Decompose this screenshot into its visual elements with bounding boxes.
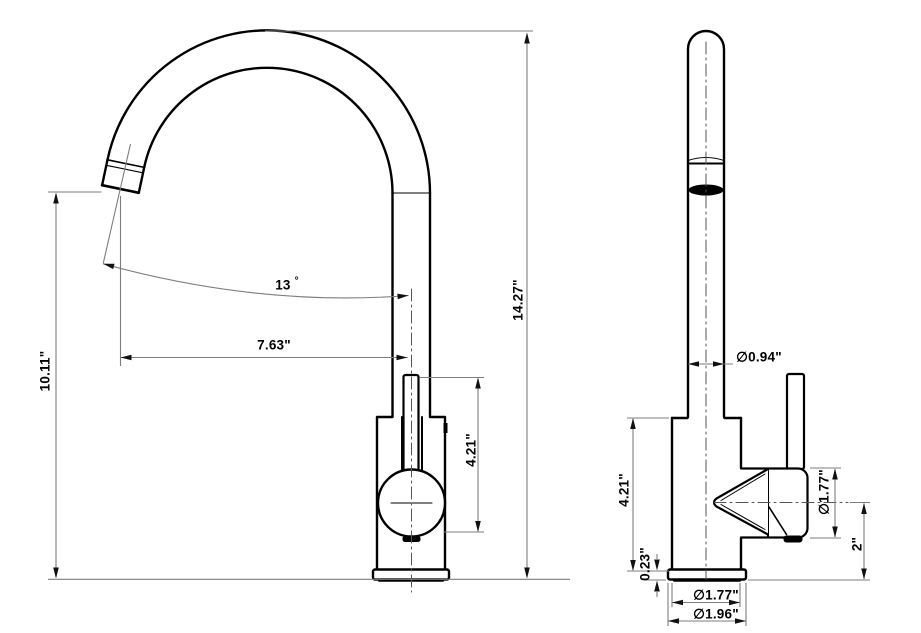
dimension-lines	[48, 30, 870, 626]
arrowhead	[53, 192, 59, 204]
dim-spout-height-label: 10.11"	[37, 350, 53, 392]
set-screw	[443, 423, 448, 433]
dim-handle-top-height-label: 4.21"	[463, 433, 479, 467]
dim-handle-diameter-label: ∅1.77"	[816, 469, 832, 515]
nozzle-outer-edge	[100, 158, 109, 187]
arrowhead	[654, 559, 660, 571]
arrowhead	[524, 32, 530, 44]
arrowhead	[396, 354, 408, 361]
arrowhead	[397, 293, 409, 300]
spout-inner-arc	[143, 66, 394, 195]
dim-base-diameter-label: ∅1.96"	[693, 606, 739, 622]
arrowhead	[103, 263, 115, 270]
dim-spout-angle-label: 13°	[272, 276, 302, 292]
arrowhead	[832, 468, 838, 480]
arrowhead	[861, 503, 867, 514]
arrowhead	[630, 418, 636, 429]
arrowhead	[475, 521, 481, 532]
spout-outer-arc	[106, 29, 432, 195]
arrowhead	[53, 567, 59, 579]
angle-unit: °	[294, 275, 299, 287]
angle-arc	[103, 263, 409, 299]
dimension-arrows	[53, 32, 867, 624]
base-plate-side	[666, 568, 748, 581]
dim-base-thickness-label: 0.23"	[637, 547, 653, 581]
cone-highlight-upper	[720, 473, 766, 501]
handle-lever-side	[785, 372, 806, 471]
arrowhead	[735, 618, 746, 624]
housing-cap	[783, 535, 803, 543]
angle-leader	[102, 143, 132, 264]
dim-overall-height-label: 14.27"	[510, 279, 526, 321]
nozzle-inner-edge	[137, 166, 146, 194]
arrowhead	[524, 567, 530, 579]
arrowhead	[630, 560, 636, 571]
arrowhead	[861, 568, 867, 580]
front-view	[100, 29, 451, 593]
arrowhead	[120, 354, 132, 361]
arrowhead	[668, 618, 679, 624]
arrowhead	[475, 377, 481, 389]
dim-body-diameter-label: ∅1.77"	[693, 587, 739, 603]
spout-tube	[686, 29, 726, 419]
side-view	[666, 29, 849, 582]
arrowhead	[713, 361, 724, 367]
arrowhead	[832, 526, 838, 538]
arrowhead	[654, 580, 660, 592]
dim-spout-reach-label: 7.63"	[257, 337, 291, 353]
dim-spout-diameter-label: ∅0.94"	[736, 349, 782, 365]
cone-highlight-lower	[720, 504, 766, 530]
arrowhead	[672, 599, 683, 606]
arrowhead	[688, 361, 699, 367]
angle-value: 13	[275, 277, 291, 293]
dim-body-height-label: 4.21"	[616, 473, 632, 507]
dim-handle-center-height-label: 2"	[849, 536, 865, 552]
housing-diagonal	[768, 506, 788, 536]
arrowhead	[729, 599, 740, 606]
